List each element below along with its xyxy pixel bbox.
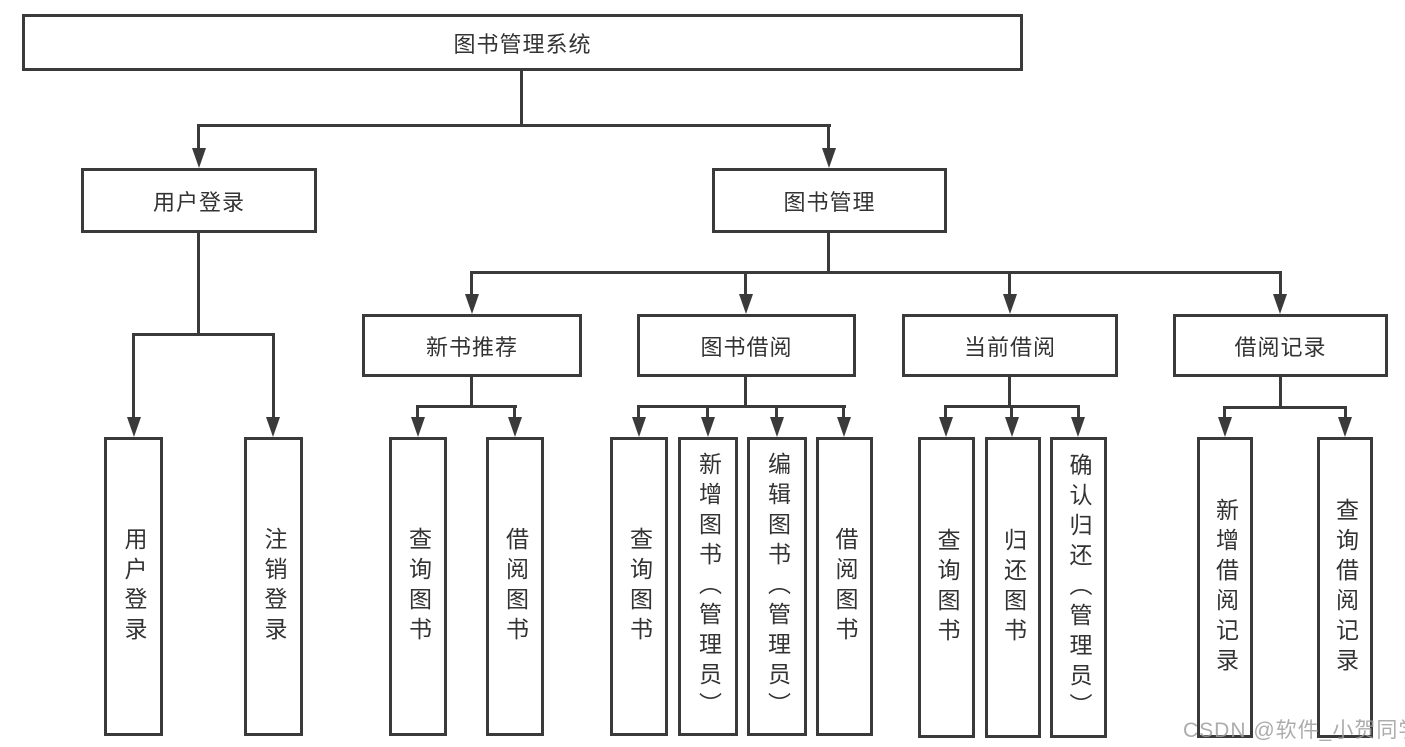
edge-line [1279, 271, 1282, 295]
leaf-logout: 注销登录 [244, 437, 303, 736]
node-label: 查询图书 [626, 526, 653, 647]
node-label: 新增图书（管理员） [695, 451, 722, 722]
edge-line [272, 333, 275, 417]
node-label: 注销登录 [261, 526, 287, 647]
node-book-borrowing: 图书借阅 [637, 314, 856, 377]
node-label: 查询图书 [934, 527, 960, 648]
edge-line [744, 271, 747, 295]
arrowhead-down-icon [739, 294, 753, 314]
arrowhead-down-icon [465, 294, 479, 314]
edge-line [197, 233, 200, 335]
edge-line [197, 124, 831, 127]
edge-line [744, 377, 747, 407]
node-label: 编辑图书（管理员） [764, 451, 791, 722]
node-new-book-recommend: 新书推荐 [362, 314, 582, 377]
node-label: 确认归还（管理员） [1066, 452, 1092, 723]
node-label: 查询图书 [405, 526, 432, 647]
arrowhead-down-icon [508, 417, 522, 437]
arrowhead-down-icon [411, 417, 425, 437]
edge-line [416, 405, 517, 408]
leaf-borrowing-borrow-books: 借阅图书 [816, 437, 873, 736]
edge-line [637, 405, 640, 417]
leaf-current-confirm-return-admin: 确认归还（管理员） [1050, 437, 1107, 738]
node-label: 查询借阅记录 [1332, 497, 1359, 678]
arrowhead-down-icon [770, 417, 784, 437]
edge-line [197, 124, 200, 150]
leaf-user-login: 用户登录 [104, 437, 163, 736]
node-label: 新增借阅记录 [1212, 497, 1239, 678]
edge-line [1010, 405, 1013, 417]
node-current-borrowing: 当前借阅 [902, 314, 1118, 377]
leaf-recommend-query-books: 查询图书 [389, 437, 447, 736]
edge-line [775, 405, 778, 417]
node-label: 用户登录 [152, 189, 245, 215]
edge-line [1077, 405, 1080, 417]
leaf-current-query-books: 查询图书 [918, 437, 975, 738]
edge-line [470, 271, 1282, 274]
arrowhead-down-icon [939, 417, 953, 437]
edge-line [416, 405, 419, 417]
node-label: 新书推荐 [425, 334, 518, 360]
node-label: 图书管理系统 [453, 31, 592, 57]
node-label: 借阅图书 [832, 526, 858, 647]
edge-line [944, 405, 947, 417]
node-label: 当前借阅 [963, 334, 1056, 360]
leaf-records-add-borrow-record: 新增借阅记录 [1197, 437, 1253, 738]
edge-line [637, 405, 846, 408]
leaf-records-query-borrow-record: 查询借阅记录 [1317, 437, 1373, 738]
edge-line [132, 333, 275, 336]
arrowhead-down-icon [1218, 417, 1232, 437]
arrowhead-down-icon [632, 417, 646, 437]
edge-line [1344, 406, 1347, 417]
node-borrow-records: 借阅记录 [1173, 314, 1388, 377]
leaf-recommend-borrow-books: 借阅图书 [486, 437, 544, 736]
edge-line [1223, 406, 1347, 409]
arrowhead-down-icon [192, 148, 206, 168]
edge-line [132, 333, 135, 417]
arrowhead-down-icon [1071, 417, 1085, 437]
arrowhead-down-icon [1003, 294, 1017, 314]
arrowhead-down-icon [837, 417, 851, 437]
edge-line [513, 405, 516, 417]
edge-line [827, 233, 830, 273]
node-label: 用户登录 [121, 526, 147, 647]
edge-line [1008, 377, 1011, 407]
edge-line [1008, 271, 1011, 295]
arrowhead-down-icon [266, 417, 280, 437]
arrowhead-down-icon [701, 417, 715, 437]
edge-line [827, 124, 830, 150]
leaf-borrowing-edit-books-admin: 编辑图书（管理员） [747, 437, 807, 736]
arrowhead-down-icon [822, 148, 836, 168]
node-label: 借阅图书 [502, 526, 529, 647]
arrowhead-down-icon [1338, 417, 1352, 437]
node-label: 图书借阅 [700, 334, 793, 360]
edge-line [1279, 377, 1282, 408]
leaf-borrowing-add-books-admin: 新增图书（管理员） [678, 437, 738, 736]
arrowhead-down-icon [1005, 417, 1019, 437]
edge-line [842, 405, 845, 417]
leaf-borrowing-query-books: 查询图书 [610, 437, 668, 736]
node-library-management-system: 图书管理系统 [22, 14, 1023, 71]
edge-line [470, 377, 473, 408]
node-book-management: 图书管理 [712, 168, 947, 233]
node-label: 借阅记录 [1234, 334, 1327, 360]
node-user-login: 用户登录 [81, 168, 317, 233]
watermark: CSDN @软件_小贺同学 [1183, 719, 1405, 742]
edge-line [706, 405, 709, 417]
node-label: 归还图书 [1000, 527, 1027, 648]
node-label: 图书管理 [783, 189, 876, 215]
edge-line [520, 70, 523, 125]
edge-line [470, 271, 473, 295]
arrowhead-down-icon [1273, 294, 1287, 314]
arrowhead-down-icon [127, 417, 141, 437]
edge-line [1223, 406, 1226, 417]
leaf-current-return-books: 归还图书 [985, 437, 1041, 738]
